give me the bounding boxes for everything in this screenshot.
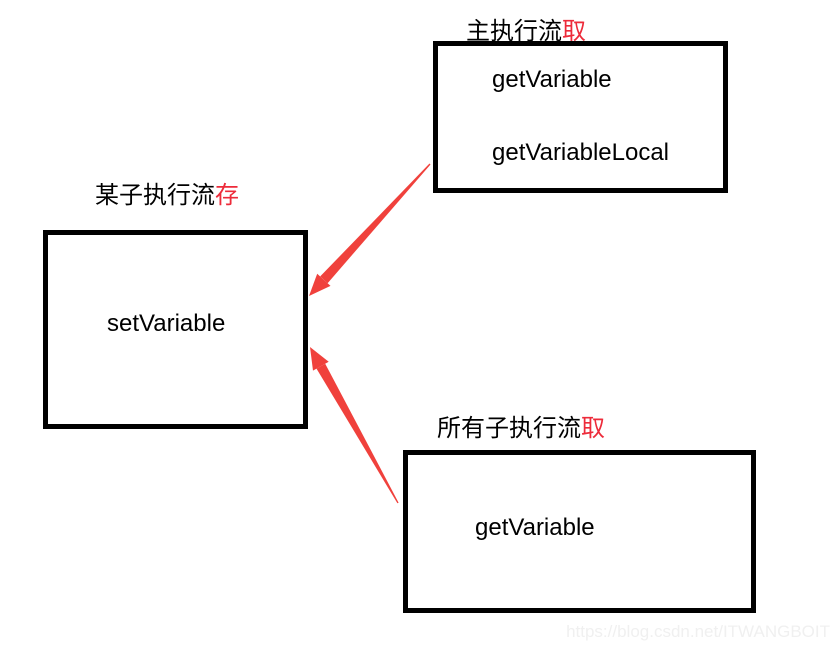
node-title-all-sub-flows: 所有子执行流取 bbox=[437, 408, 605, 443]
arrow-main-flow-to-sub-flow bbox=[309, 163, 431, 296]
method-label-getvariable-2: getVariable bbox=[475, 514, 595, 541]
watermark-text: https://blog.csdn.net/ITWANGBOIT bbox=[566, 622, 830, 641]
node-box-main-flow: getVariable getVariableLocal bbox=[433, 41, 728, 193]
node-title-main-flow: 主执行流取 bbox=[466, 11, 586, 46]
method-label-getvariablelocal: getVariableLocal bbox=[492, 139, 670, 166]
method-label-setvariable: setVariable bbox=[107, 310, 226, 337]
node-box-sub-flow: setVariable bbox=[43, 230, 308, 429]
node-title-sub-flow-accent: 存 bbox=[215, 182, 239, 209]
method-label-getvariable: getVariable bbox=[492, 66, 612, 93]
node-box-all-sub-flows: getVariable bbox=[403, 450, 756, 613]
node-title-sub-flow: 某子执行流存 bbox=[95, 175, 239, 210]
node-title-main-flow-text: 主执行流 bbox=[466, 18, 562, 45]
node-title-sub-flow-text: 某子执行流 bbox=[95, 182, 215, 209]
node-title-main-flow-accent: 取 bbox=[562, 18, 586, 45]
node-title-all-sub-flows-accent: 取 bbox=[581, 415, 605, 442]
arrow-all-sub-flows-to-sub-flow bbox=[310, 347, 399, 504]
node-title-all-sub-flows-text: 所有子执行流 bbox=[437, 415, 581, 442]
